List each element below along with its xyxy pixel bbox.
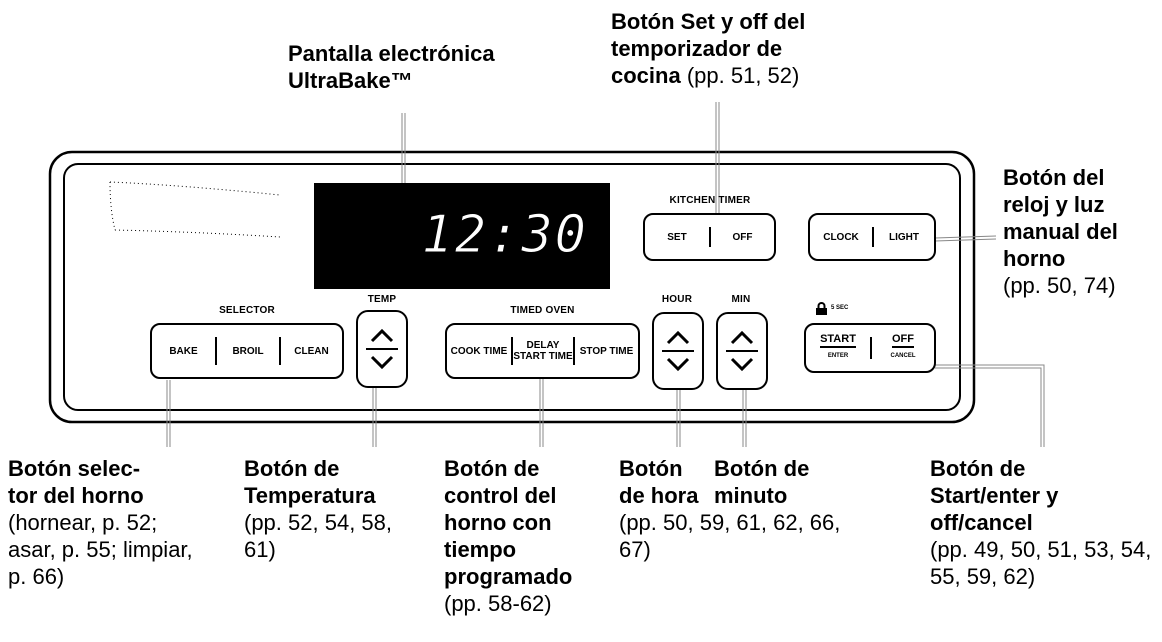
selector-label-title: Botón selec-tor del horno	[8, 456, 144, 508]
enter-label: ENTER	[827, 353, 849, 359]
start-label-callout: Botón de Start/enter y off/cancel (pp. 4…	[930, 455, 1160, 590]
broil-button[interactable]: BROIL	[232, 345, 264, 357]
divider	[279, 337, 281, 365]
cancel-label: CANCEL	[890, 353, 916, 359]
lock-icon	[816, 302, 827, 315]
divider	[870, 337, 872, 359]
start-label-pages: (pp. 49, 50, 51, 53, 54, 55, 59, 62)	[930, 537, 1152, 589]
timed-label-title: Botón de control del horno con tiempo pr…	[444, 456, 573, 589]
temp-title: TEMP	[367, 294, 397, 305]
light-button[interactable]: LIGHT	[889, 231, 919, 243]
temp-label-pages: (pp. 52, 54, 58, 61)	[244, 510, 392, 562]
minute-label: Botón de minuto	[714, 455, 844, 509]
temp-label: Botón de Temperatura (pp. 52, 54, 58, 61…	[244, 455, 424, 563]
electronic-display: 12:30	[314, 183, 610, 289]
timer-label-pages: (pp. 51, 52)	[686, 63, 800, 88]
timed-label: Botón de control del horno con tiempo pr…	[444, 455, 614, 617]
selector-title: SELECTOR	[219, 305, 275, 316]
timed-oven-title: TIMED OVEN	[510, 305, 575, 316]
timer-set-button[interactable]: SET	[667, 231, 687, 243]
min-arrows-icon	[726, 330, 758, 372]
temp-label-title: Botón de Temperatura	[244, 456, 376, 508]
start-enter-button[interactable]: START ENTER	[806, 325, 870, 371]
clock-label-pages: (pp. 50, 74)	[1003, 273, 1116, 298]
divider	[511, 337, 513, 365]
delay-start-button[interactable]: DELAY START TIME	[513, 340, 573, 362]
clock-light-button[interactable]: CLOCK LIGHT	[808, 213, 936, 261]
temp-arrows-icon	[366, 328, 398, 370]
timer-off-button[interactable]: OFF	[732, 231, 753, 243]
selector-label-pages: (hornear, p. 52; asar, p. 55; limpiar, p…	[8, 510, 193, 589]
stop-time-button[interactable]: STOP TIME	[579, 345, 634, 357]
divider	[709, 227, 711, 247]
start-label: START	[820, 334, 856, 348]
kitchen-timer-title: KITCHEN TIMER	[669, 195, 751, 206]
selector-button[interactable]: BAKE BROIL CLEAN	[150, 323, 344, 379]
clean-button[interactable]: CLEAN	[294, 345, 329, 357]
timer-label: Botón Set y off del temporizador de coci…	[611, 8, 856, 89]
clock-button[interactable]: CLOCK	[823, 231, 859, 243]
display-label: Pantalla electrónica UltraBake™	[288, 40, 548, 94]
hour-label-title: Botón de hora	[619, 456, 699, 508]
divider	[215, 337, 217, 365]
lock-label: 5 SEC	[831, 305, 849, 311]
hour-title: HOUR	[661, 294, 693, 305]
timed-label-pages: (pp. 58-62)	[444, 591, 552, 616]
timer-label-line3: cocina	[611, 63, 681, 88]
timer-label-line1: Botón Set y off del	[611, 9, 806, 34]
min-button[interactable]	[716, 312, 768, 390]
start-label-title: Botón de Start/enter y off/cancel	[930, 456, 1059, 535]
display-digits: 12:30	[421, 205, 588, 266]
kitchen-timer-button[interactable]: SET OFF	[643, 213, 776, 261]
bake-button[interactable]: BAKE	[169, 345, 198, 357]
hour-button[interactable]	[652, 312, 704, 390]
display-label-title: Pantalla electrónica UltraBake™	[288, 41, 495, 93]
divider	[872, 227, 874, 247]
min-title: MIN	[731, 294, 751, 305]
cook-time-button[interactable]: COOK TIME	[450, 345, 508, 357]
selector-label: Botón selec-tor del horno (hornear, p. 5…	[8, 455, 208, 590]
hour-arrows-icon	[662, 330, 694, 372]
lock-indicator: 5 SEC	[815, 302, 875, 316]
off-label: OFF	[892, 334, 914, 348]
clock-label-title: Botón del reloj y luz manual del horno	[1003, 165, 1118, 271]
off-cancel-button[interactable]: OFF CANCEL	[872, 325, 934, 371]
timed-oven-button[interactable]: COOK TIME DELAY START TIME STOP TIME	[445, 323, 640, 379]
clock-label: Botón del reloj y luz manual del horno (…	[1003, 164, 1153, 299]
hour-label: Botón de hora (pp. 50, 59, 61, 62, 66, 6…	[619, 455, 869, 563]
timer-label-line2: temporizador de	[611, 36, 783, 61]
divider	[573, 337, 575, 365]
temp-button[interactable]	[356, 310, 408, 388]
hour-label-pages: (pp. 50, 59, 61, 62, 66, 67)	[619, 510, 841, 562]
start-off-button[interactable]: START ENTER OFF CANCEL	[804, 323, 936, 373]
minute-label-title: Botón de minuto	[714, 456, 810, 508]
